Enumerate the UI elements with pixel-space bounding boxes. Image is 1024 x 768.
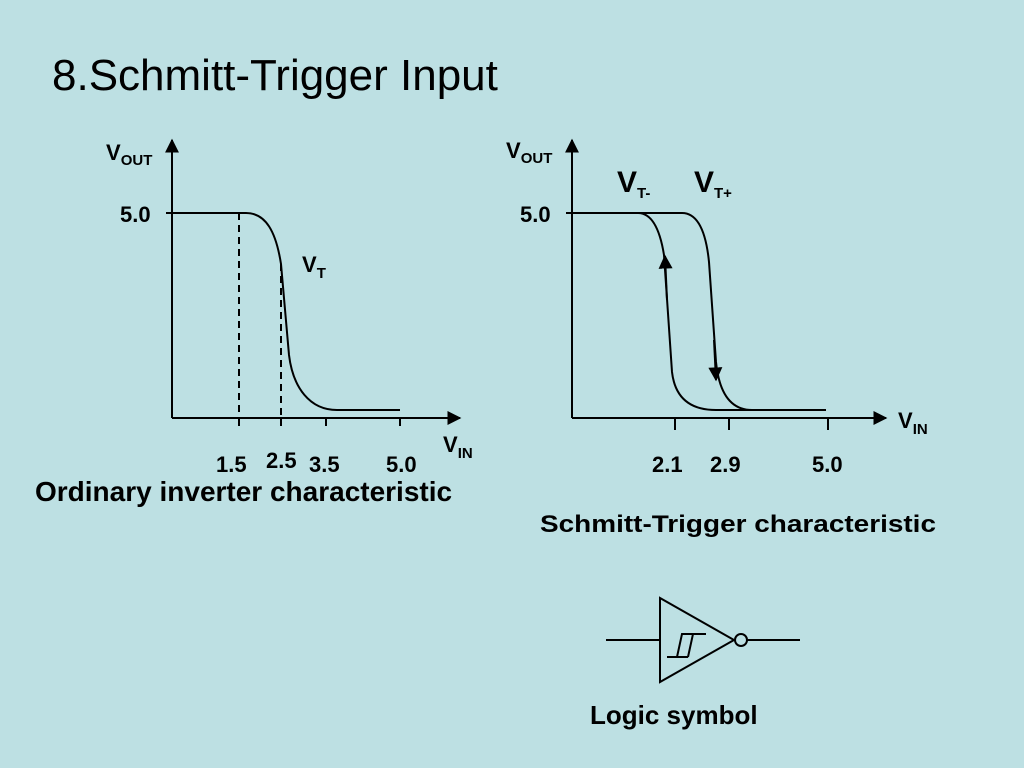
hysteresis-falling-path <box>637 212 752 411</box>
left-x-tick-label-4: 5.0 <box>386 452 417 477</box>
left-y-axis-label: VOUT <box>106 140 152 169</box>
slide-title: 8.Schmitt-Trigger Input <box>52 51 498 100</box>
threshold-vt-label: VT <box>302 252 326 282</box>
right-x-tick-label-2: 2.9 <box>710 452 741 477</box>
right-x-tick-label-3: 5.0 <box>812 452 843 477</box>
right-x-axis-label: VIN <box>898 408 928 438</box>
left-x-axis-label: VIN <box>443 432 473 462</box>
schmitt-trigger-chart: VOUT VIN 5.0 2.1 2.9 5.0 VT- VT+ Schmitt… <box>506 138 936 538</box>
hysteresis-rising-path <box>572 212 826 411</box>
schmitt-inverter-logic-symbol: Logic symbol <box>590 596 800 730</box>
right-chart-caption: Schmitt-Trigger characteristic <box>540 511 936 538</box>
logic-inversion-bubble <box>734 633 748 647</box>
left-x-tick-label-2: 2.5 <box>266 448 297 473</box>
right-y-tick-label: 5.0 <box>520 202 551 227</box>
right-x-tick-label-1: 2.1 <box>652 452 683 477</box>
ordinary-inverter-chart: VOUT VIN 5.0 1.5 2.5 3.5 5.0 VT Ordinary… <box>35 138 473 507</box>
left-x-tick-label-3: 3.5 <box>309 452 340 477</box>
left-y-tick-label: 5.0 <box>120 202 151 227</box>
hysteresis-icon <box>667 633 706 658</box>
vt-plus-label: VT+ <box>694 166 732 202</box>
hysteresis-up-arrow <box>658 254 673 301</box>
hysteresis-down-arrow <box>708 339 723 382</box>
logic-triangle <box>659 596 737 684</box>
right-y-axis-label: VOUT <box>506 138 552 167</box>
inverter-transfer-curve <box>172 212 400 411</box>
left-x-tick-label-1: 1.5 <box>216 452 247 477</box>
logic-symbol-caption: Logic symbol <box>590 700 758 730</box>
left-chart-caption: Ordinary inverter characteristic <box>35 476 452 507</box>
vt-minus-label: VT- <box>617 166 650 202</box>
